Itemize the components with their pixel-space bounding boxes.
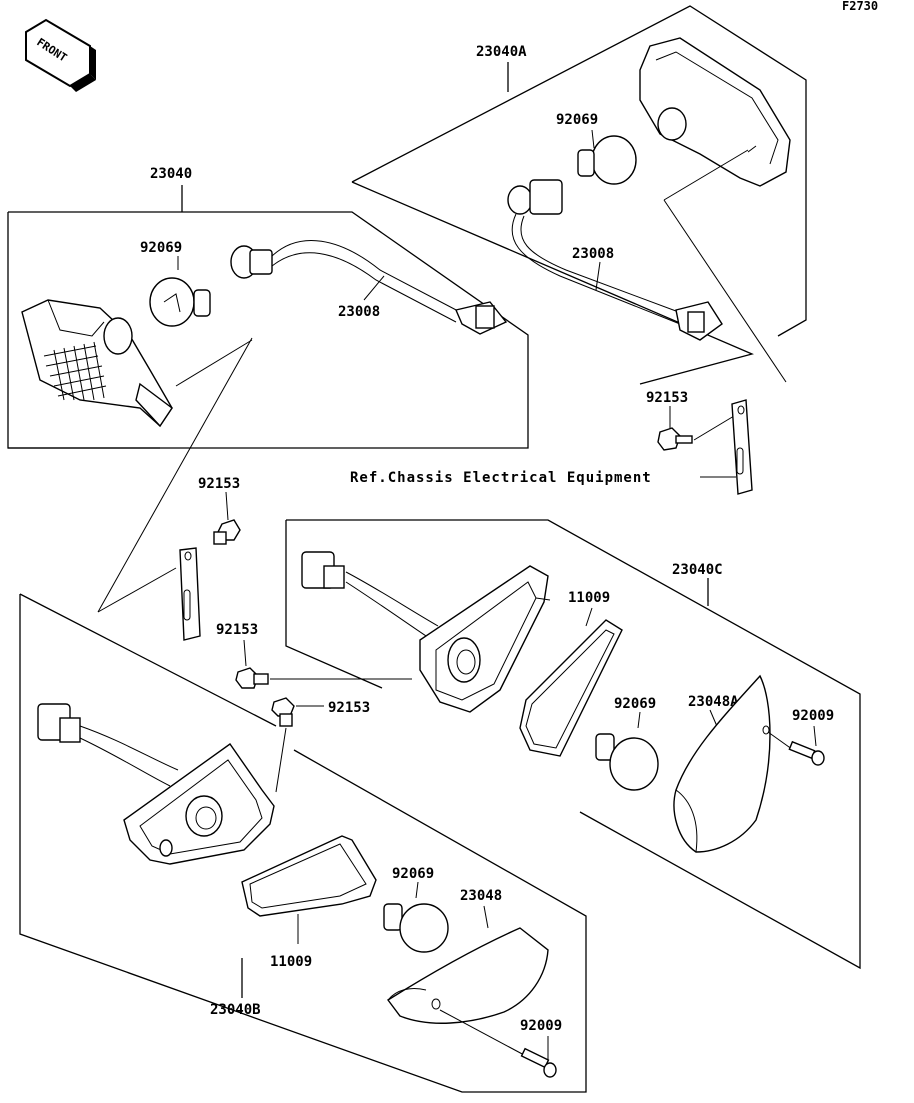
- callout-gasket-a: 11009: [568, 590, 610, 606]
- callout-bolt-a: 92153: [646, 390, 688, 406]
- screw-icon: [520, 1047, 557, 1078]
- bolt-icon: [235, 667, 269, 689]
- callout-lens-b: 23048: [460, 888, 502, 904]
- callout-screw-a: 92009: [792, 708, 834, 724]
- socket-harness-left: [230, 239, 508, 335]
- front-arrow-icon: FRONT: [25, 18, 96, 92]
- callout-bolt-d: 92153: [328, 700, 370, 716]
- callout-23040b: 23040B: [210, 1002, 261, 1018]
- bulb-icon: [149, 277, 211, 327]
- callout-screw-b: 92009: [520, 1018, 562, 1034]
- assembly-23040c-frame: [285, 519, 861, 970]
- assembly-23040-frame: [7, 185, 529, 449]
- bolt-icon: [657, 427, 693, 451]
- bulb-icon: [383, 903, 449, 953]
- bulb-icon: [577, 135, 637, 185]
- bulb-icon: [595, 733, 659, 791]
- turn-signal-housing-lower: [37, 703, 275, 865]
- turn-signal-housing-left: [21, 299, 173, 428]
- bolt-icon: [213, 519, 241, 545]
- mounting-bracket-right: [731, 399, 753, 495]
- screw-icon: [788, 740, 825, 766]
- figure-id: F2730: [842, 0, 878, 13]
- callout-gasket-b: 11009: [270, 954, 312, 970]
- mounting-bracket-left: [179, 547, 201, 641]
- assembly-23040a-frame: [351, 5, 807, 385]
- gasket-lower: [241, 835, 377, 917]
- lamp-housing-right: [639, 37, 791, 187]
- callout-socket-a: 23008: [338, 304, 380, 320]
- gasket-right: [519, 619, 623, 757]
- turn-signal-housing-right: [301, 551, 551, 713]
- leader-housing-left: [175, 339, 253, 387]
- callout-bulb-c: 92069: [614, 696, 656, 712]
- callout-bulb-d: 92069: [392, 866, 434, 882]
- callout-23040: 23040: [150, 166, 192, 182]
- callout-bolt-b: 92153: [198, 476, 240, 492]
- callout-23040c: 23040C: [672, 562, 723, 578]
- assembly-23040b-frame: [19, 593, 587, 1093]
- callout-bolt-c: 92153: [216, 622, 258, 638]
- socket-harness-right: [507, 179, 723, 341]
- callout-socket-b: 23008: [572, 246, 614, 262]
- callout-bulb-a: 92069: [140, 240, 182, 256]
- callout-lens-a: 23048A: [688, 694, 739, 710]
- bolt-icon: [271, 697, 295, 727]
- lens-cover-right: [673, 674, 771, 853]
- callout-bulb-b: 92069: [556, 112, 598, 128]
- lens-cover-lower: [386, 927, 549, 1024]
- callout-23040a: 23040A: [476, 44, 527, 60]
- reference-note: Ref.Chassis Electrical Equipment: [350, 470, 652, 486]
